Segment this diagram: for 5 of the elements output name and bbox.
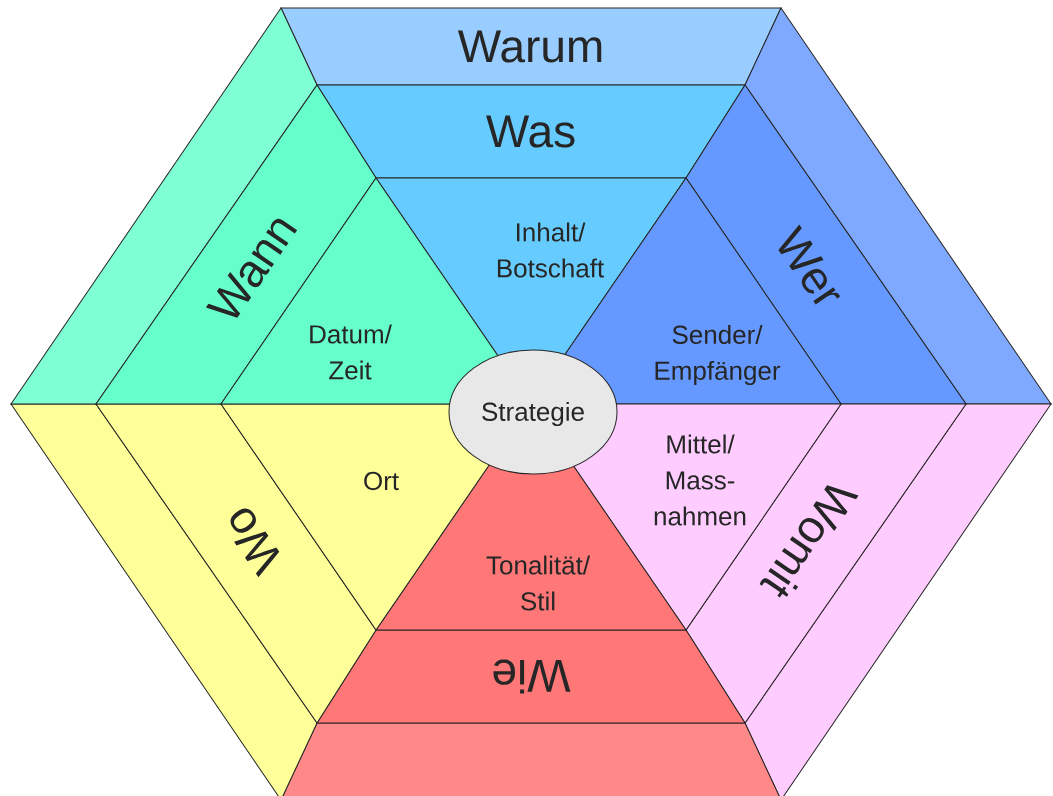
ring-segment: Was (316, 84, 746, 179)
outer-ring-segment (744, 403, 1052, 796)
outer-ring-segment: Warum (280, 7, 782, 86)
outer-ring-segment (10, 403, 318, 796)
ring-segment: Wie (316, 629, 746, 724)
